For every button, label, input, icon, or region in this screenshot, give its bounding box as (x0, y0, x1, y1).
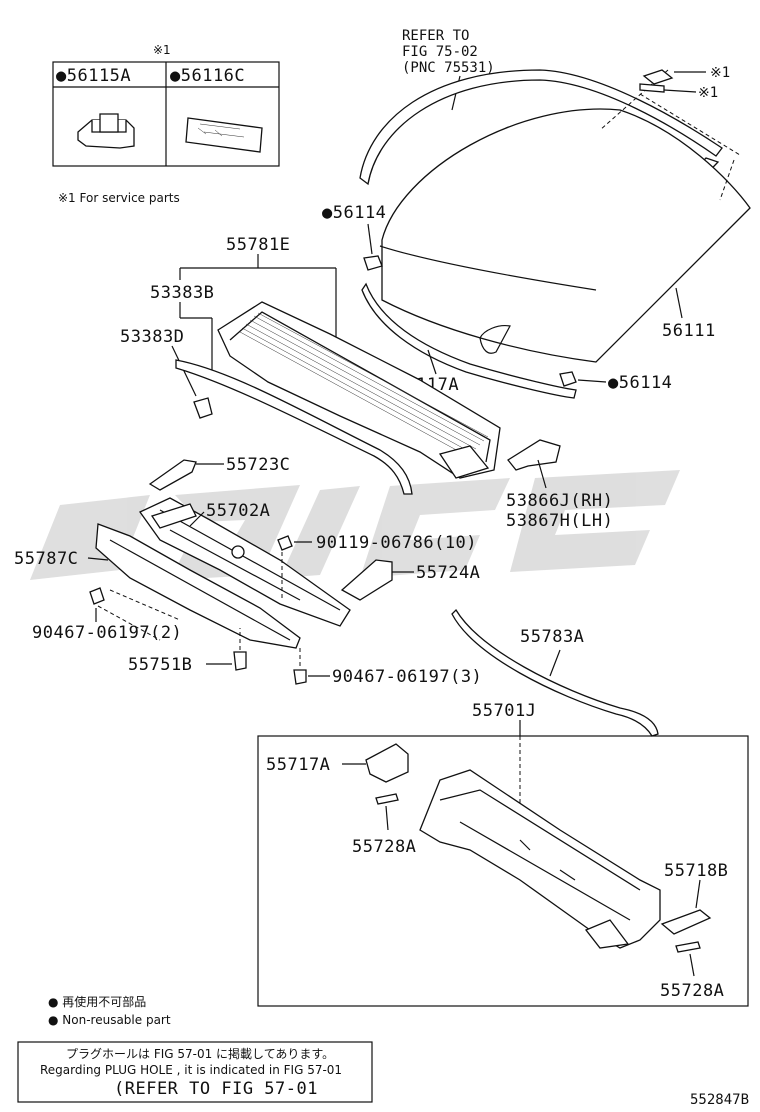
note-line1: プラグホールは FIG 57-01 に掲載してあります。 (66, 1046, 334, 1061)
plug-55751B (233, 651, 247, 671)
label-55751B: 55751B (128, 655, 192, 675)
strip-56116C-drawing (185, 117, 263, 153)
refer-top-line2: FIG 75-02 (402, 44, 478, 60)
label-55701J: 55701J (472, 701, 536, 721)
figure-id: 552847B (690, 1092, 749, 1108)
label-55787C: 55787C (14, 549, 78, 569)
seal-53383B (175, 359, 413, 495)
bracket-55718B (660, 909, 712, 935)
label-53383D: 53383D (120, 327, 184, 347)
part-56115A: ●56115A (56, 66, 131, 86)
clip-top-right (639, 69, 674, 93)
label-56111: 56111 (662, 321, 716, 341)
note-line2: Regarding PLUG HOLE , it is indicated in… (40, 1063, 342, 1077)
label-55718B: 55718B (664, 861, 728, 881)
label-53866J: 53866J(RH) (506, 491, 613, 511)
label-55781E: 55781E (226, 235, 290, 255)
cover-53866J (507, 439, 561, 471)
bracket-55723C (148, 459, 197, 491)
label-55702A: 55702A (206, 501, 270, 521)
note-box (17, 1041, 373, 1103)
cowl-panel-55701J (419, 769, 661, 949)
plate-55728A-left (375, 793, 399, 805)
cowl-top-panel (217, 301, 501, 479)
label-55723C: 55723C (226, 455, 290, 475)
label-55728A-left: 55728A (352, 837, 416, 857)
part-56116C: ●56116C (170, 66, 245, 86)
mark-1-a: ※1 (710, 65, 730, 81)
box-mark: ※1 (153, 43, 171, 57)
service-parts-note: ※1 For service parts (58, 191, 180, 205)
clip-90467-right (293, 669, 307, 685)
label-90467-2: 90467-06197(2) (32, 623, 182, 643)
label-55728A-right: 55728A (660, 981, 724, 1001)
label-90119: 90119-06786(10) (316, 533, 477, 553)
label-90467-3: 90467-06197(3) (332, 667, 482, 687)
refer-top-line3: (PNC 75531) (402, 60, 495, 76)
note-line3: (REFER TO FIG 57-01 (114, 1079, 318, 1099)
panel-55702A (139, 497, 351, 627)
mark-1-b: ※1 (698, 85, 718, 101)
label-55717A: 55717A (266, 755, 330, 775)
legend-jp: ● 再使用不可部品 (48, 994, 146, 1009)
label-53867H: 53867H(LH) (506, 511, 613, 531)
label-55724A: 55724A (416, 563, 480, 583)
lower-moulding (361, 282, 577, 399)
clip-56114-bottom (559, 371, 577, 387)
refer-top-line1: REFER TO (402, 28, 469, 44)
service-parts-box: ※1 ●56115A ●56116C (52, 43, 280, 167)
label-55783A: 55783A (520, 627, 584, 647)
clip-90467-left (89, 587, 105, 605)
label-56114-top: ●56114 (322, 203, 386, 223)
label-53383B: 53383B (150, 283, 214, 303)
bracket-55724A (340, 559, 393, 601)
clip-56115A-drawing (77, 113, 135, 149)
bolt-90119 (277, 535, 293, 551)
plate-55728A-right (675, 941, 701, 953)
label-56114-bottom: ●56114 (608, 373, 672, 393)
legend-en: ● Non-reusable part (48, 1013, 171, 1027)
windshield-glass (379, 108, 751, 363)
panel-55787C (95, 523, 301, 649)
assembly-box-55701J (257, 735, 749, 1007)
bracket-55717A (365, 743, 409, 783)
clip-56114-top (363, 255, 383, 271)
clip-53383D (193, 397, 213, 419)
